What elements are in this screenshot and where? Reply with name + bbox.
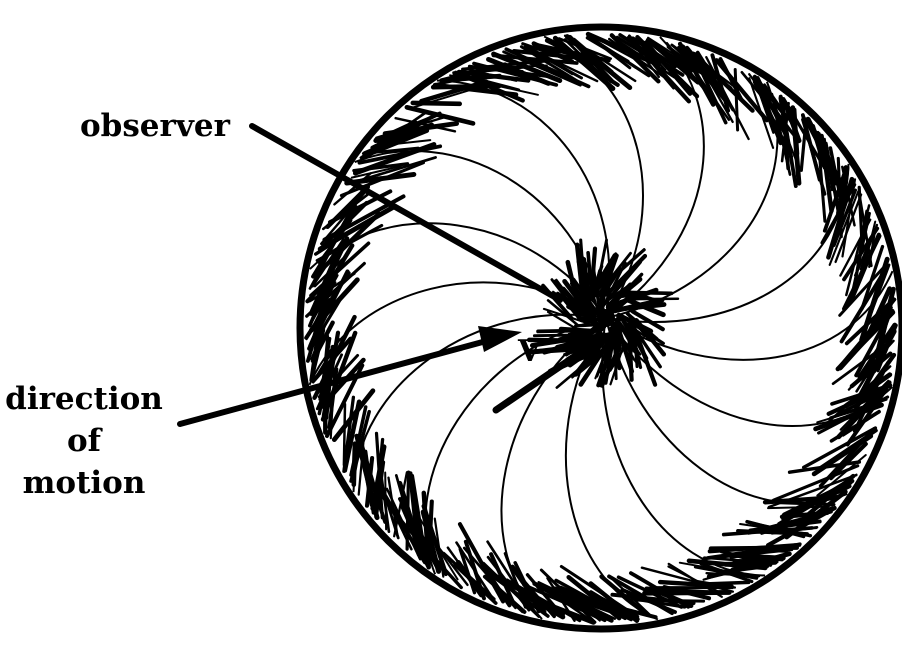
direction-label-line-3: motion	[4, 462, 164, 504]
direction-label-line-1: direction	[4, 378, 164, 420]
rim-hatch-stroke	[344, 404, 345, 465]
velocity-label: V	[518, 334, 541, 369]
center-hatch-stroke	[576, 325, 597, 326]
rim-hatch-stroke	[645, 592, 730, 593]
convergence-point	[597, 309, 615, 327]
center-hatch-stroke	[601, 291, 603, 312]
rim-hatch-stroke	[407, 472, 408, 549]
direction-label-line-2: of	[4, 420, 164, 462]
direction-of-motion-label: direction of motion	[4, 378, 164, 504]
rim-hatch-stroke	[433, 86, 499, 87]
rim-hatch-stroke	[413, 103, 460, 104]
center-hatch-stroke	[631, 299, 678, 300]
rim-hatch-stroke	[735, 559, 778, 561]
observer-label: observer	[80, 108, 230, 145]
